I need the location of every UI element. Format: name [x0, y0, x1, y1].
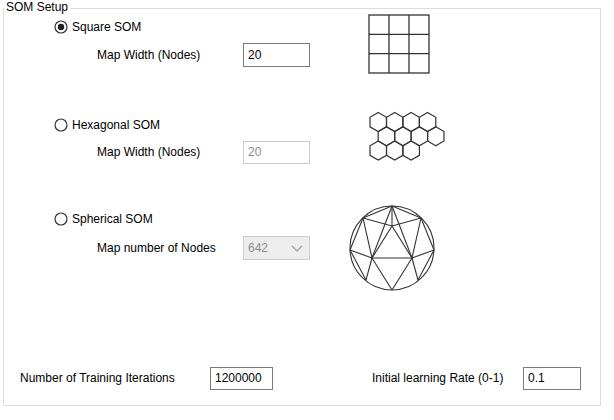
- input-value: 642: [248, 241, 268, 255]
- hexagon-grid-icon: [370, 113, 444, 161]
- input-value: 20: [248, 145, 261, 159]
- radio-dot: [58, 24, 64, 30]
- radio-button: [55, 213, 67, 225]
- text-input: 20: [243, 141, 310, 164]
- text-input: 0.1: [523, 367, 581, 390]
- radio-button: [55, 21, 67, 33]
- radio-label: Square SOM: [72, 20, 141, 34]
- radio-button: [55, 119, 67, 131]
- input-value: 1200000: [215, 371, 262, 385]
- combo-box: 642: [243, 236, 310, 260]
- field-label: Map Width (Nodes): [97, 145, 200, 159]
- radio-label: Spherical SOM: [72, 212, 153, 226]
- input-value: 0.1: [528, 371, 545, 385]
- field-label: Initial learning Rate (0-1): [372, 371, 503, 385]
- radio-label: Hexagonal SOM: [72, 118, 160, 132]
- field-label: Number of Training Iterations: [20, 371, 175, 385]
- group-box: SOM Setup202064212000000.1: [3, 8, 601, 406]
- group-title: SOM Setup: [4, 0, 71, 14]
- text-input: 1200000: [210, 367, 273, 390]
- sphere-icon: [350, 206, 434, 290]
- dropdown-arrow: [291, 244, 303, 252]
- text-input: 20: [243, 43, 310, 67]
- field-label: Map number of Nodes: [97, 241, 216, 255]
- input-value: 20: [248, 48, 261, 62]
- field-label: Map Width (Nodes): [97, 48, 200, 62]
- square-grid-icon: [369, 15, 429, 73]
